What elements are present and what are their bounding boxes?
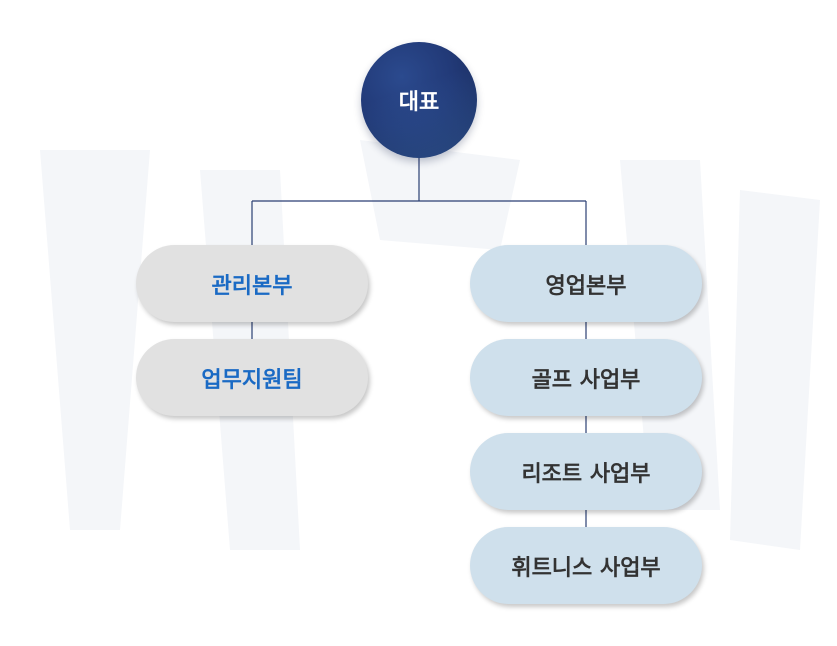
root-node-highlight: [361, 42, 477, 158]
root-node-label: 대표: [398, 90, 440, 115]
org-node-label: 골프 사업부: [531, 367, 641, 393]
org-node-sales: 영업본부: [470, 245, 702, 322]
org-node-support-team: 업무지원팀: [136, 339, 368, 416]
org-node-label: 리조트 사업부: [521, 461, 651, 487]
org-node-label: 영업본부: [545, 273, 627, 299]
org-node-fitness: 휘트니스 사업부: [470, 527, 702, 604]
org-node-label: 업무지원팀: [201, 367, 303, 393]
org-node-admin: 관리본부: [136, 245, 368, 322]
org-node-label: 관리본부: [211, 273, 293, 299]
org-root-node: 대표: [361, 42, 477, 158]
org-node-label: 휘트니스 사업부: [511, 555, 661, 581]
org-node-golf: 골프 사업부: [470, 339, 702, 416]
org-node-resort: 리조트 사업부: [470, 433, 702, 510]
